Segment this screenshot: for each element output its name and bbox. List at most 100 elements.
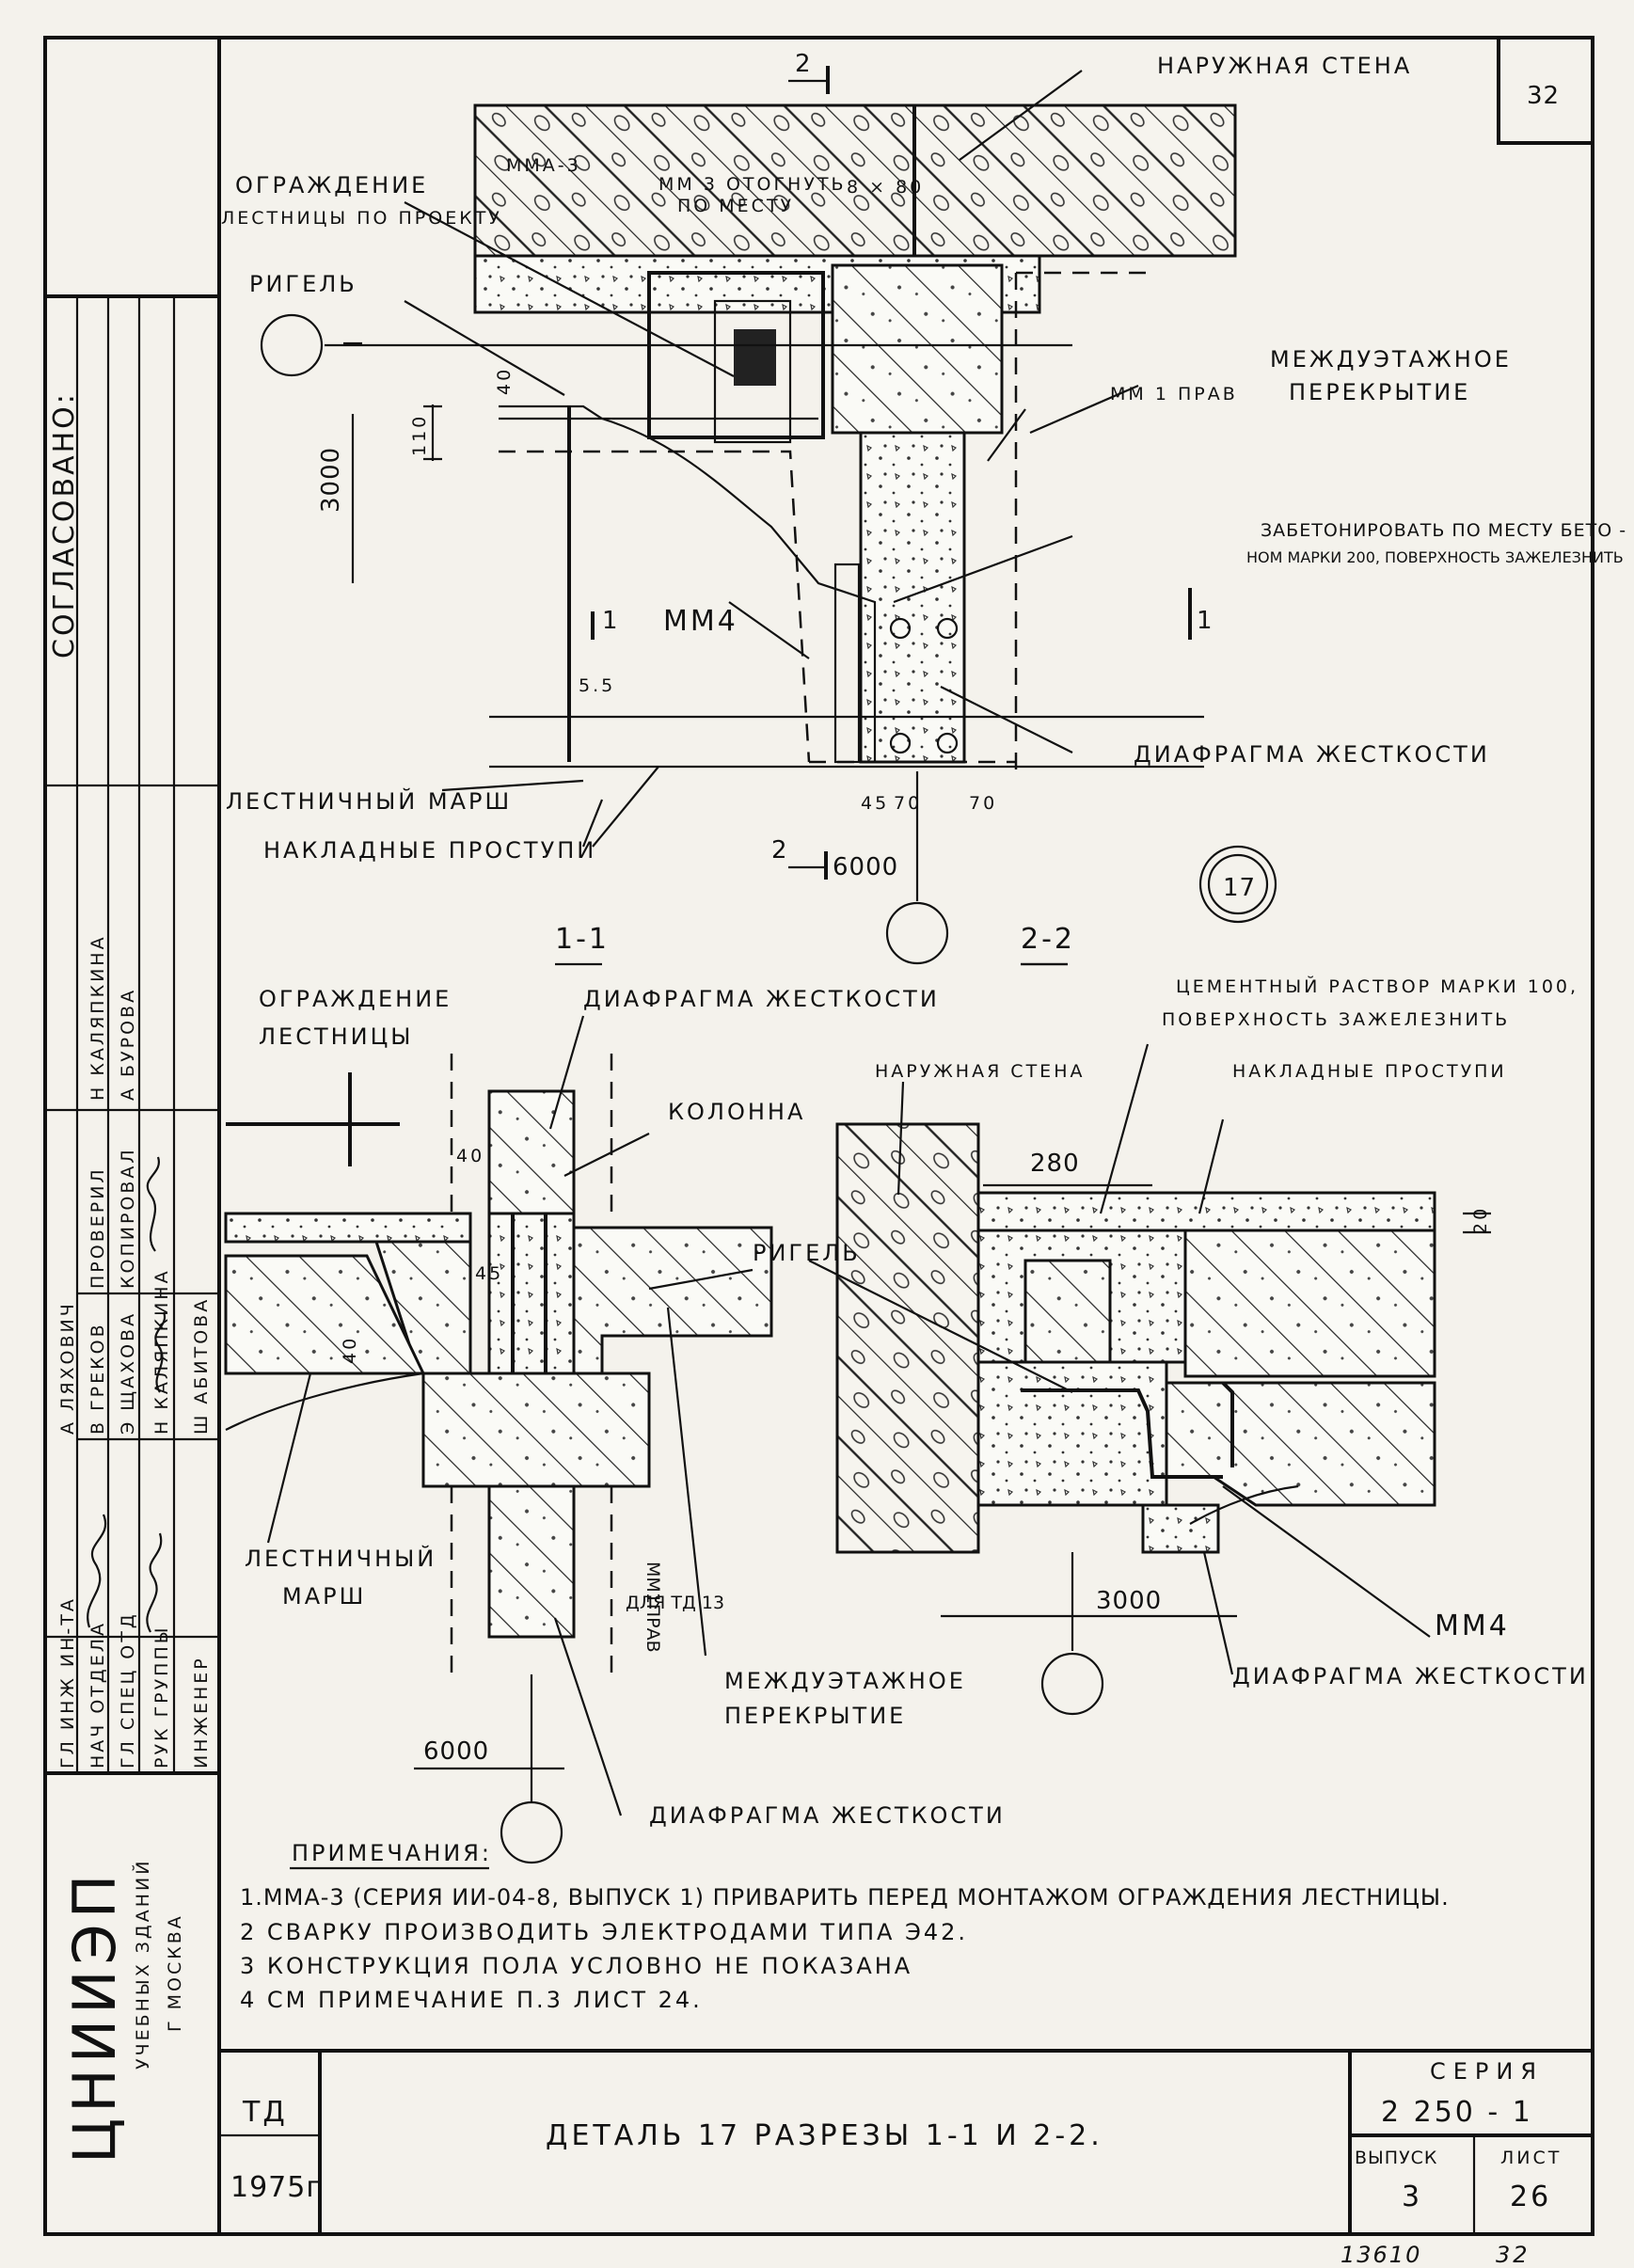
- sheet-number-top: 32: [1527, 82, 1560, 110]
- org-line-2: Г МОСКВА: [165, 1913, 185, 2032]
- section-2-2-drawing: [808, 962, 1491, 1716]
- dim-70-a: 70: [894, 793, 922, 814]
- approval-strip: [45, 294, 219, 1775]
- label-mma3: ММА-3: [506, 155, 581, 176]
- section-mark-top: 2: [795, 50, 812, 78]
- s11-column: КОЛОННА: [668, 1099, 805, 1125]
- org-logo: ЦНИИЭП: [60, 1869, 129, 2164]
- tb-title: ДЕТАЛЬ 17 РАЗРЕЗЫ 1-1 И 2-2.: [546, 2119, 1103, 2152]
- note-3: 3 КОНСТРУКЦИЯ ПОЛА УСЛОВНО НЕ ПОКАЗАНА: [240, 1953, 912, 1979]
- s11-flight-1: ЛЕСТНИЧНЫЙ: [245, 1545, 436, 1572]
- s11-flight-2: МАРШ: [282, 1583, 366, 1610]
- section-1-right: 1: [1197, 607, 1214, 635]
- dim-110: 110: [409, 414, 430, 456]
- s22-mm4: ММ4: [1435, 1610, 1510, 1642]
- tb-series-value: 2 250 - 1: [1381, 2096, 1533, 2129]
- staff-name-4: Н КАЛЯПКИНА: [151, 1268, 172, 1435]
- staff-role-2: НАЧ ОТДЕЛА: [87, 1621, 108, 1768]
- section-1-left: 1: [602, 607, 619, 635]
- tb-td: ТД: [242, 2096, 288, 2129]
- tb-sheet-value: 26: [1510, 2181, 1551, 2213]
- staff-role-4: РУК ГРУППЫ: [151, 1625, 172, 1768]
- note-1: 1.ММА-3 (СЕРИЯ ИИ-04-8, ВЫПУСК 1) ПРИВАР…: [240, 1884, 1450, 1911]
- label-floor-2: ПЕРЕКРЫТИЕ: [1289, 379, 1470, 405]
- signer-2: А БУРОВА: [118, 988, 138, 1101]
- label-concrete-2: НОМ МАРКИ 200, ПОВЕРХНОСТЬ ЗАЖЕЛЕЗНИТЬ: [1246, 548, 1624, 566]
- signature-scribble: [154, 1311, 167, 1393]
- label-girder: РИГЕЛЬ: [249, 271, 357, 297]
- note-4: 4 СМ ПРИМЕЧАНИЕ П.3 ЛИСТ 24.: [240, 1987, 703, 2013]
- detail-17-plan: [260, 66, 1277, 965]
- copied-label: КОПИРОВАЛ: [118, 1147, 138, 1289]
- s22-treads: НАКЛАДНЫЕ ПРОСТУПИ: [1232, 1061, 1507, 1082]
- dim-5-5: 5.5: [579, 675, 615, 696]
- staff-name-5: Ш АБИТОВА: [191, 1297, 212, 1435]
- staff-role-5: ИНЖЕНЕР: [191, 1656, 212, 1768]
- section-mark-bottom: 2: [771, 836, 788, 864]
- s22-mortar-2: ПОВЕРХНОСТЬ ЗАЖЕЛЕЗНИТЬ: [1162, 1009, 1510, 1030]
- tb-series-label: СЕРИЯ: [1430, 2058, 1544, 2085]
- dim-70-b: 70: [969, 793, 997, 814]
- label-mm3-bend: ММ 3 ОТОГНУТЬ: [658, 174, 847, 195]
- label-mm3-bend-2: ПО МЕСТУ: [677, 196, 794, 216]
- label-mm1: ММ 1 ПРАВ: [1110, 384, 1238, 404]
- label-railing-1: ОГРАЖДЕНИЕ: [235, 172, 428, 198]
- section-2-2-title: 2-2: [1021, 923, 1075, 956]
- dim-3000-vertical: 3000: [317, 447, 345, 513]
- dim-45: 45: [861, 793, 889, 814]
- s22-girder: РИГЕЛЬ: [753, 1240, 861, 1266]
- signature-scribble: [87, 1514, 107, 1628]
- s22-dim-280: 280: [1030, 1150, 1080, 1178]
- label-floor-1: МЕЖДУЭТАЖНОЕ: [1270, 346, 1512, 373]
- s11-dim-40b: 40: [340, 1336, 360, 1364]
- s22-dim-20: 20: [1470, 1206, 1491, 1234]
- tb-year: 1975г: [230, 2171, 322, 2204]
- tb-sheet-label: ЛИСТ: [1500, 2148, 1562, 2168]
- label-diaphragm: ДИАФРАГМА ЖЕСТКОСТИ: [1134, 741, 1490, 768]
- label-outer-wall: НАРУЖНАЯ СТЕНА: [1157, 53, 1412, 79]
- dim-40: 40: [494, 367, 515, 395]
- s22-mortar-1: ЦЕМЕНТНЫЙ РАСТВОР МАРКИ 100,: [1176, 975, 1578, 997]
- note-2: 2 СВАРКУ ПРОИЗВОДИТЬ ЭЛЕКТРОДАМИ ТИПА Э4…: [240, 1919, 968, 1945]
- s11-railing-2: ЛЕСТНИЦЫ: [259, 1023, 413, 1050]
- notes-heading: ПРИМЕЧАНИЯ:: [292, 1840, 492, 1866]
- s22-diaphragm: ДИАФРАГМА ЖЕСТКОСТИ: [1232, 1663, 1589, 1689]
- signature-scribble: [146, 1532, 163, 1633]
- signer-1: Н КАЛЯПКИНА: [87, 934, 108, 1101]
- label-mm4: ММ4: [663, 605, 738, 638]
- detail-number: 17: [1223, 874, 1256, 902]
- s11-diaphragm-2: ДИАФРАГМА ЖЕСТКОСТИ: [649, 1802, 1006, 1829]
- label-concrete-1: ЗАБЕТОНИРОВАТЬ ПО МЕСТУ БЕТО -: [1261, 520, 1626, 541]
- label-flight: ЛЕСТНИЧНЫЙ МАРШ: [226, 787, 512, 815]
- label-weld: 8 × 80: [847, 177, 924, 198]
- signature-scribble: [146, 1156, 160, 1252]
- s11-floor-2: ПЕРЕКРЫТИЕ: [724, 1703, 906, 1729]
- staff-name-3: Э ЩАХОВА: [118, 1311, 138, 1435]
- s11-railing-1: ОГРАЖДЕНИЕ: [259, 986, 452, 1012]
- s11-diaphragm: ДИАФРАГМА ЖЕСТКОСТИ: [583, 986, 940, 1012]
- org-line-1: УЧЕБНЫХ ЗДАНИЙ: [132, 1859, 153, 2070]
- s11-dim-40: 40: [456, 1146, 484, 1166]
- staff-role-1: ГЛ ИНЖ ИН-ТА: [57, 1596, 78, 1768]
- section-1-1-title: 1-1: [555, 923, 610, 956]
- dim-6000: 6000: [833, 853, 898, 881]
- section-1-1-drawing: [224, 962, 1068, 1864]
- s11-dim-6000: 6000: [423, 1737, 489, 1766]
- s22-dim-3000: 3000: [1096, 1587, 1162, 1615]
- s11-mm1: ММ1ПРАВ: [642, 1562, 663, 1653]
- s22-outer-wall: НАРУЖНАЯ СТЕНА: [875, 1061, 1085, 1082]
- s11-floor-1: МЕЖДУЭТАЖНОЕ: [724, 1668, 966, 1694]
- label-treads: НАКЛАДНЫЕ ПРОСТУПИ: [263, 837, 596, 864]
- tb-issue-label: ВЫПУСК: [1355, 2148, 1437, 2168]
- title-block: [219, 2049, 1593, 2234]
- s11-td13: ДЛЯ ТД 13: [626, 1593, 724, 1613]
- s11-dim-45: 45: [475, 1263, 503, 1284]
- checked-label: ПРОВЕРИЛ: [87, 1166, 108, 1289]
- staff-name-2: В ГРЕКОВ: [87, 1322, 108, 1435]
- staff-role-3: ГЛ СПЕЦ ОТД: [118, 1611, 138, 1768]
- sheet-frame: [43, 36, 1594, 2236]
- agreed-label: СОГЛАСОВАНО:: [48, 391, 81, 658]
- staff-name-1: А ЛЯХОВИЧ: [57, 1301, 78, 1435]
- label-railing-2: ЛЕСТНИЦЫ ПО ПРОЕКТУ: [221, 208, 502, 229]
